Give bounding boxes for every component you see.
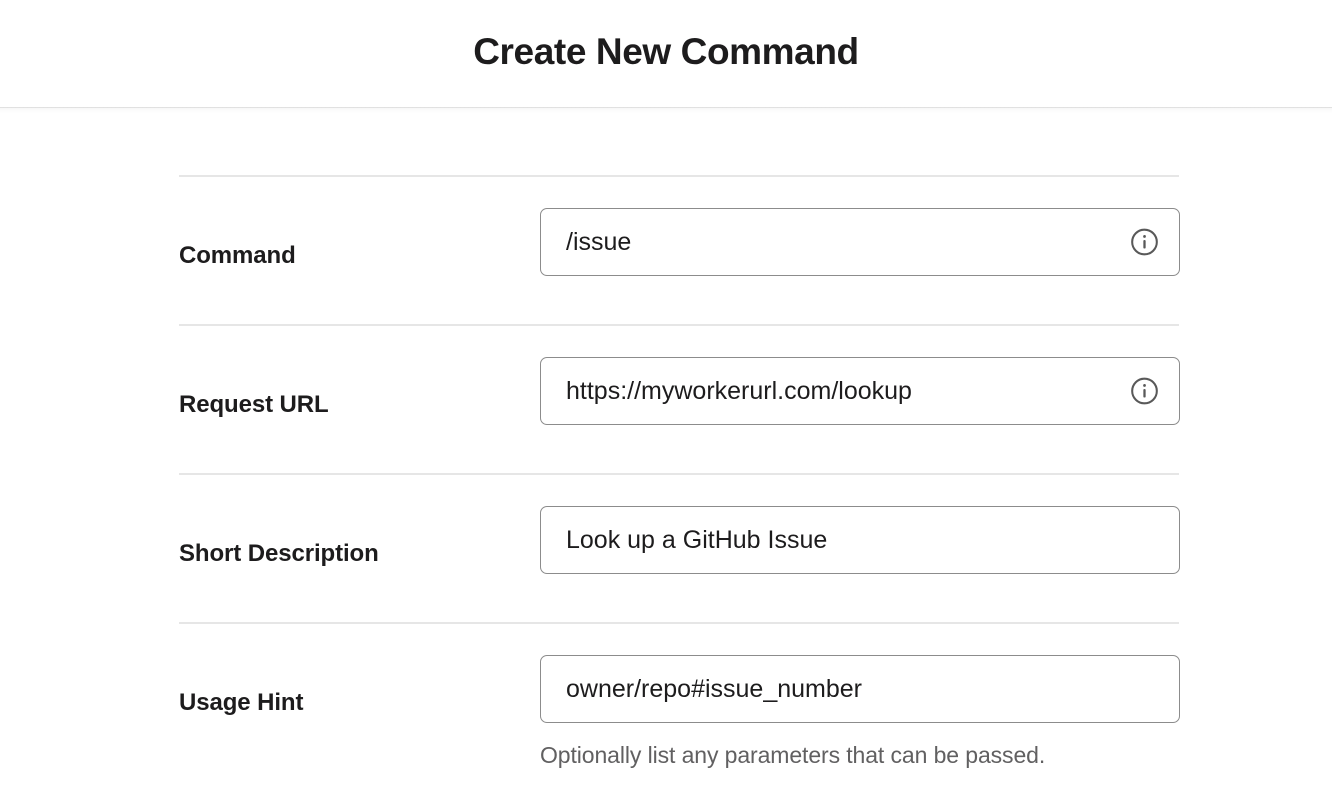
label-request-url: Request URL [179, 391, 329, 418]
command-input[interactable] [540, 208, 1180, 276]
request-url-input[interactable] [540, 357, 1180, 425]
usage-hint-input-wrap [540, 655, 1180, 723]
command-input-wrap [540, 208, 1180, 276]
form-row-usage-hint: Usage Hint Optionally list any parameter… [179, 622, 1180, 771]
label-usage-hint: Usage Hint [179, 689, 304, 716]
field-request-url [540, 357, 1180, 425]
form-row-short-description: Short Description [179, 473, 1180, 622]
request-url-input-wrap [540, 357, 1180, 425]
page-header: Create New Command [0, 0, 1332, 113]
short-description-input[interactable] [540, 506, 1180, 574]
field-usage-hint: Optionally list any parameters that can … [540, 655, 1180, 771]
label-command: Command [179, 242, 296, 269]
usage-hint-help-text: Optionally list any parameters that can … [540, 742, 1046, 768]
form-row-request-url: Request URL [179, 324, 1180, 473]
field-short-description [540, 506, 1180, 574]
page-title: Create New Command [473, 31, 859, 72]
info-circle-icon[interactable] [1130, 377, 1159, 406]
form-row-command: Command [179, 175, 1180, 324]
usage-hint-input[interactable] [540, 655, 1180, 723]
field-command [540, 208, 1180, 276]
short-description-input-wrap [540, 506, 1180, 574]
label-short-description: Short Description [179, 540, 379, 567]
command-form: Command Request URL [0, 108, 1332, 771]
info-circle-icon[interactable] [1130, 228, 1159, 257]
